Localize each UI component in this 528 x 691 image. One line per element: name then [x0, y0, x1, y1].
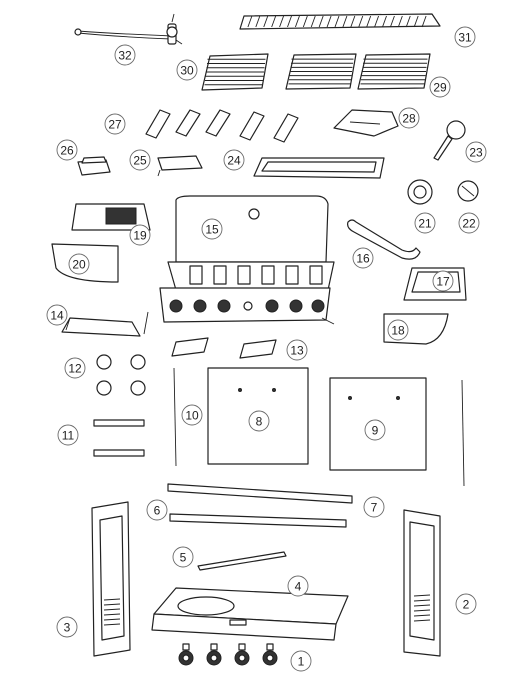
- part-flame-tamers: [145, 109, 299, 143]
- callout-number: 20: [72, 258, 86, 272]
- callout-31: 31: [454, 26, 476, 48]
- part-grill-head: [143, 195, 335, 335]
- callout-number: 10: [185, 409, 199, 423]
- callout-8: 8: [248, 410, 270, 432]
- callout-6: 6: [146, 499, 168, 521]
- callout-number: 9: [372, 424, 379, 438]
- part-cooking-grate-middle: [285, 53, 357, 90]
- callout-number: 31: [458, 31, 472, 45]
- part-grease-cup-holder: [157, 155, 203, 177]
- part-cooking-grate-left: [201, 53, 269, 91]
- part-hinge-rods: [173, 367, 465, 487]
- part-rotisserie-burner-ignitor: [433, 120, 466, 161]
- callout-23: 23: [465, 141, 487, 163]
- callout-22: 22: [458, 212, 480, 234]
- callout-number: 11: [62, 429, 75, 443]
- callout-16: 16: [352, 247, 374, 269]
- callout-number: 1: [298, 655, 305, 669]
- callout-14: 14: [46, 304, 68, 326]
- callout-number: 17: [436, 275, 450, 289]
- callout-number: 3: [64, 621, 71, 635]
- part-grease-tray: [253, 157, 385, 179]
- callout-21: 21: [414, 212, 436, 234]
- part-burner-brackets: [171, 337, 277, 359]
- part-cross-bar-upper: [167, 483, 353, 504]
- callout-number: 30: [180, 64, 194, 78]
- part-door-handles: [93, 419, 145, 457]
- part-side-burner: [71, 203, 151, 231]
- callout-10: 10: [181, 404, 203, 426]
- part-support-rod: [197, 551, 287, 571]
- callout-number: 2: [463, 598, 470, 612]
- callout-5: 5: [172, 546, 194, 568]
- part-heat-shield: [61, 317, 141, 337]
- callout-number: 24: [227, 154, 241, 168]
- part-door-knobs: [96, 354, 146, 396]
- part-rotisserie-spit: [74, 13, 183, 45]
- part-bottom-panel: [151, 587, 349, 641]
- callout-number: 16: [356, 252, 370, 266]
- part-casters: [178, 643, 278, 666]
- part-cooking-grate-right: [357, 53, 431, 90]
- callout-27: 27: [104, 113, 126, 135]
- part-cross-bar-lower: [169, 513, 347, 528]
- callout-number: 6: [154, 504, 161, 518]
- callout-number: 7: [371, 501, 378, 515]
- callout-number: 8: [256, 415, 263, 429]
- callout-11: 11: [57, 424, 79, 446]
- callout-7: 7: [363, 496, 385, 518]
- callout-number: 28: [402, 112, 416, 126]
- callout-1: 1: [290, 650, 312, 672]
- callout-20: 20: [68, 253, 90, 275]
- part-control-knob: [457, 180, 479, 202]
- callout-number: 26: [60, 144, 74, 158]
- callout-number: 25: [133, 154, 147, 168]
- callout-24: 24: [223, 149, 245, 171]
- callout-18: 18: [387, 319, 409, 341]
- part-right-side-panel: [403, 509, 441, 657]
- callout-26: 26: [56, 139, 78, 161]
- callout-number: 19: [133, 229, 147, 243]
- callout-32: 32: [114, 44, 136, 66]
- callout-28: 28: [398, 107, 420, 129]
- callout-12: 12: [64, 357, 86, 379]
- part-grease-cup: [77, 156, 111, 176]
- callout-9: 9: [364, 419, 386, 441]
- callout-number: 27: [108, 118, 122, 132]
- callout-number: 14: [50, 309, 64, 323]
- callout-17: 17: [432, 270, 454, 292]
- part-side-burner-knob: [407, 179, 433, 205]
- callout-number: 23: [469, 146, 483, 160]
- part-searing-plate: [333, 109, 399, 137]
- callout-3: 3: [56, 616, 78, 638]
- part-lid-handle: [347, 219, 421, 260]
- callout-13: 13: [286, 339, 308, 361]
- callout-15: 15: [201, 218, 223, 240]
- callout-number: 21: [418, 217, 432, 231]
- callout-29: 29: [429, 76, 451, 98]
- callout-number: 4: [295, 580, 302, 594]
- callout-number: 18: [391, 324, 405, 338]
- part-left-side-panel: [91, 501, 131, 657]
- callout-number: 12: [68, 362, 82, 376]
- callout-number: 22: [462, 217, 476, 231]
- callout-2: 2: [455, 593, 477, 615]
- callout-19: 19: [129, 224, 151, 246]
- callout-25: 25: [129, 149, 151, 171]
- callout-number: 5: [180, 551, 187, 565]
- callout-number: 29: [433, 81, 447, 95]
- callout-30: 30: [176, 59, 198, 81]
- callout-number: 13: [290, 344, 304, 358]
- callout-4: 4: [287, 575, 309, 597]
- callout-number: 15: [205, 223, 219, 237]
- callout-number: 32: [118, 49, 132, 63]
- part-warming-rack: [239, 13, 441, 30]
